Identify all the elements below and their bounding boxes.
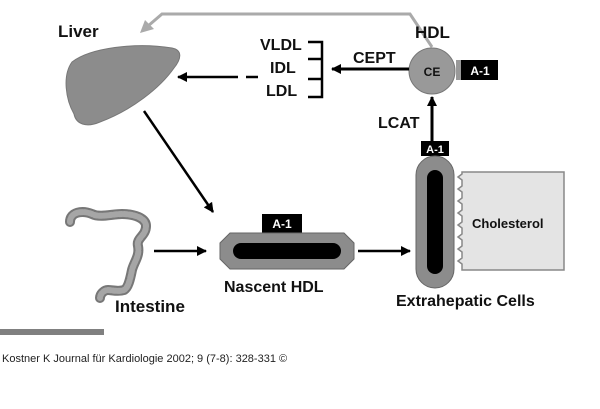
extrahepatic-cell-core [427, 170, 443, 274]
intestine-label: Intestine [115, 297, 185, 316]
citation-text: Kostner K Journal für Kardiologie 2002; … [2, 353, 288, 365]
liver-organ [65, 45, 181, 126]
extrahepatic-apo-a1-label: A-1 [426, 144, 444, 156]
ce-label: CE [424, 65, 441, 79]
hdl-to-liver-return-arrow [140, 12, 434, 48]
liver-label: Liver [58, 22, 99, 41]
lcat-label: LCAT [378, 115, 420, 132]
nascent-hdl-core [233, 243, 341, 259]
cholesterol-label: Cholesterol [472, 216, 544, 231]
intestine-organ [65, 207, 152, 303]
vldl-label: VLDL [260, 37, 302, 54]
nascent-hdl-label: Nascent HDL [224, 279, 324, 296]
nascent-hdl-apo-a1-label: A-1 [272, 217, 292, 231]
cept-label: CEPT [353, 50, 396, 67]
cholesterol-box [456, 171, 565, 271]
hdl-particle [408, 47, 456, 95]
footer-divider-bar [0, 329, 104, 335]
hdl-apo-a1-tag [456, 60, 498, 80]
lipoprotein-bracket [308, 40, 324, 99]
extrahepatic-apo-a1-tag [421, 141, 449, 156]
hdl-apo-a1-label: A-1 [470, 64, 490, 78]
extrahepatic-cells-label: Extrahepatic Cells [396, 293, 535, 310]
hdl-label: HDL [415, 23, 450, 42]
ldl-label: LDL [266, 83, 297, 100]
idl-label: IDL [270, 60, 296, 77]
nascent-hdl-apo-a1-tag [262, 214, 302, 233]
liver-to-nascent-hdl-arrow [142, 110, 215, 213]
